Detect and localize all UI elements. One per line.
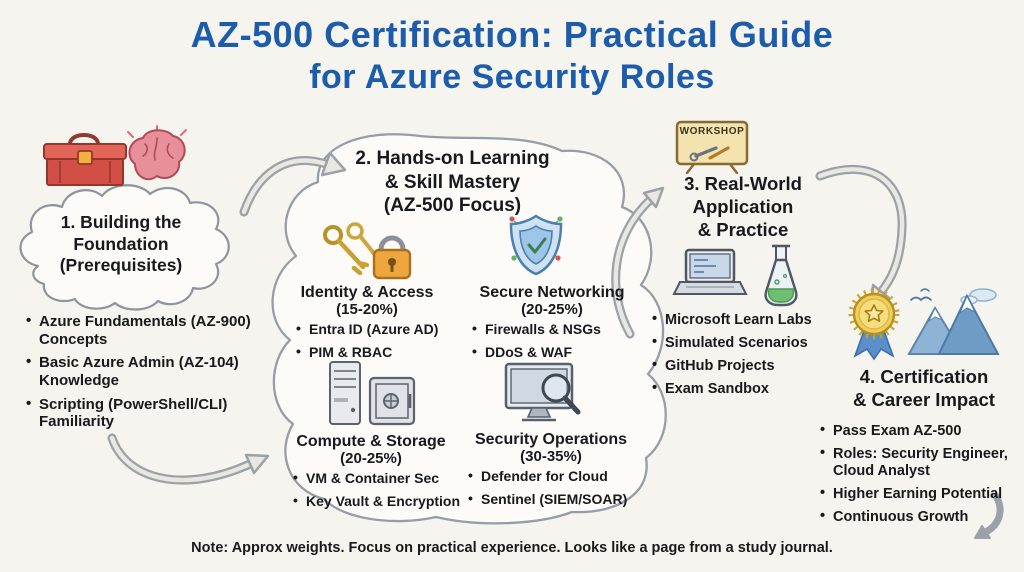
brain-icon [122, 124, 192, 188]
career-heading-line2: & Career Impact [853, 388, 995, 410]
career-heading: 4. Certification & Career Impact [833, 366, 1015, 412]
keys-lock-icon [318, 222, 414, 282]
medal-icon [845, 288, 903, 362]
list-item: Azure Fundamentals (AZ-900) Concepts [26, 312, 256, 348]
toolbox-icon [38, 128, 133, 190]
list-item: Defender for Cloud [468, 467, 650, 485]
list-item: PIM & RBAC [296, 343, 456, 361]
list-item: GitHub Projects [652, 357, 842, 375]
shield-network-icon [507, 212, 565, 278]
list-item: Exam Sandbox [652, 380, 842, 398]
list-item: VM & Container Sec [293, 469, 471, 487]
topic-compute-title: Compute & Storage [296, 433, 446, 450]
foundation-bullet-list: Azure Fundamentals (AZ-900) Concepts Bas… [26, 312, 256, 437]
topic-networking-title: Secure Networking [479, 284, 625, 301]
practice-bullet-list: Microsoft Learn Labs Simulated Scenarios… [652, 311, 842, 404]
arrow-foundation-sweep [107, 433, 270, 485]
server-safe-icon [322, 360, 422, 428]
laptop-icon [672, 248, 748, 306]
practice-heading-line3: & Practice [697, 218, 789, 240]
practice-heading-line1: 3. Real-World [684, 173, 802, 194]
list-item: Higher Earning Potential [820, 485, 1020, 503]
list-item: Scripting (PowerShell/CLI) Familiarity [26, 395, 256, 431]
topic-secops-weight: (30-35%) [520, 448, 582, 465]
flask-icon [758, 244, 804, 308]
practice-heading: 3. Real-World Application & Practice [650, 173, 836, 242]
career-bullet-list: Pass Exam AZ-500 Roles: Security Enginee… [820, 422, 1020, 533]
list-item: Key Vault & Encryption [293, 492, 471, 510]
list-item: DDoS & WAF [472, 343, 642, 361]
list-item: Continuous Growth [820, 508, 1020, 526]
topic-compute-bullets: VM & Container Sec Key Vault & Encryptio… [293, 469, 471, 515]
list-item: Microsoft Learn Labs [652, 311, 842, 329]
topic-identity-weight: (15-20%) [336, 301, 398, 318]
topic-identity-title: Identity & Access [300, 284, 434, 301]
topic-networking-weight: (20-25%) [521, 301, 583, 318]
workshop-sign-label: WORKSHOP [679, 126, 745, 137]
learning-heading: 2. Hands-on Learning & Skill Mastery (AZ… [330, 147, 575, 218]
foundation-heading-line2: Foundation [73, 233, 169, 254]
page-title: AZ-500 Certification: Practical Guide [190, 14, 834, 55]
foundation-heading-line1: 1. Building the [60, 212, 182, 232]
list-item: Pass Exam AZ-500 [820, 422, 1020, 440]
footer-note: Note: Approx weights. Focus on practical… [191, 540, 833, 556]
workshop-sign-icon [672, 118, 752, 174]
list-item: Roles: Security Engineer, Cloud Analyst [820, 445, 1020, 480]
list-item: Entra ID (Azure AD) [296, 320, 456, 338]
career-heading-line1: 4. Certification [859, 366, 989, 387]
list-item: Sentinel (SIEM/SOAR) [468, 490, 650, 508]
learning-heading-line2: & Skill Mastery [384, 171, 521, 193]
page-title-line2: for Azure Security Roles [309, 58, 715, 96]
foundation-heading: 1. Building the Foundation (Prerequisite… [20, 212, 222, 277]
mountains-icon [905, 284, 1001, 362]
learning-heading-line1: 2. Hands-on Learning [355, 148, 550, 169]
topic-secops-bullets: Defender for Cloud Sentinel (SIEM/SOAR) [468, 467, 650, 513]
list-item: Firewalls & NSGs [472, 320, 642, 338]
foundation-heading-line3: (Prerequisites) [59, 255, 183, 276]
topic-compute-weight: (20-25%) [340, 450, 402, 467]
practice-heading-line2: Application [692, 195, 794, 217]
security-monitor-icon [500, 360, 590, 426]
list-item: Basic Azure Admin (AZ-104) Knowledge [26, 353, 256, 389]
list-item: Simulated Scenarios [652, 334, 842, 352]
topic-secops-title: Security Operations [474, 431, 628, 448]
